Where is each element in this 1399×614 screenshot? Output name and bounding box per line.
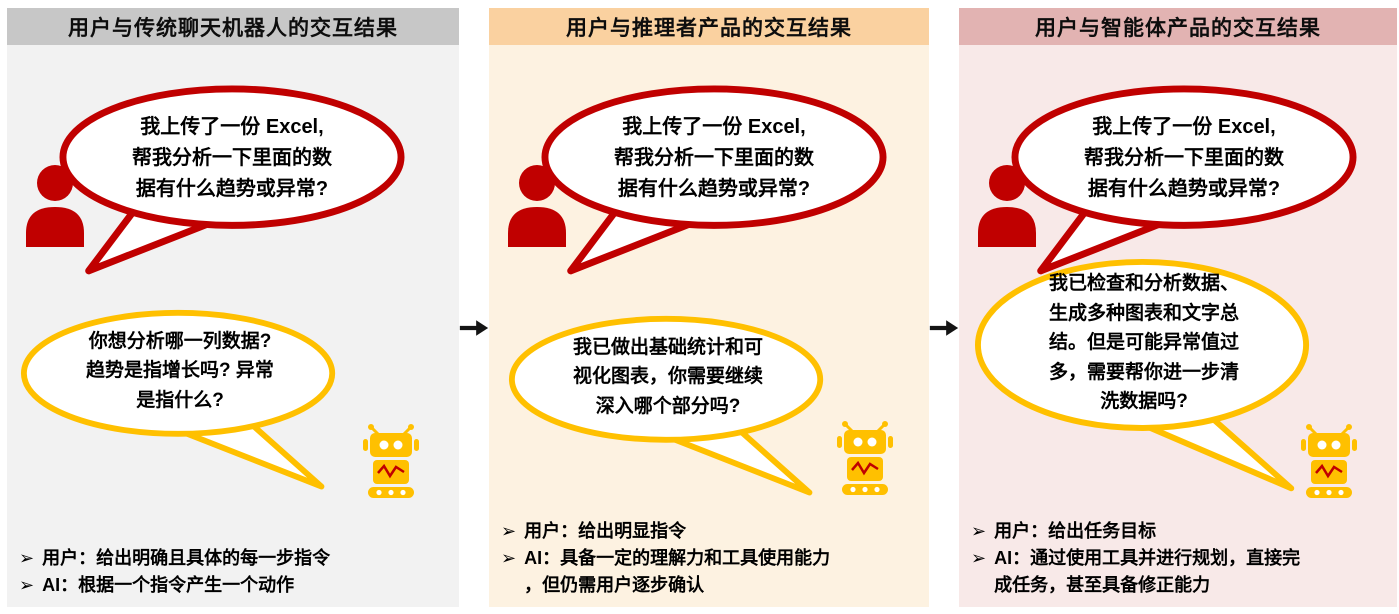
panel-agent-product: 用户与智能体产品的交互结果 我上传了一份 Excel, 帮我分析一下里面的数 据… (959, 8, 1397, 607)
takeaway-ai: ➢ AI：通过使用工具并进行规划，直接完 成任务，甚至具备修正能力 (971, 545, 1393, 599)
panel-body: 我上传了一份 Excel, 帮我分析一下里面的数 据有什么趋势或异常? 我已做出… (489, 45, 929, 607)
bullet-arrow-marker: ➢ (501, 548, 517, 568)
user-speech-bubble: 我上传了一份 Excel, 帮我分析一下里面的数 据有什么趋势或异常? (541, 85, 887, 275)
ai-message-text: 我已检查和分析数据、 生成多种图表和文字总 结。但是可能异常值过 多，需要帮你进… (1048, 273, 1239, 413)
flow-arrow (459, 8, 489, 614)
panel-title: 用户与推理者产品的交互结果 (566, 16, 852, 40)
panel-title: 用户与智能体产品的交互结果 (1035, 16, 1321, 40)
takeaway-user: ➢ 用户：给出明确且具体的每一步指令 (19, 545, 455, 572)
user-icon (23, 163, 87, 247)
user-icon (505, 163, 569, 247)
ai-speech-bubble: 你想分析哪一列数据? 趋势是指增长吗? 异常 是指什么? (19, 307, 341, 492)
takeaway-user: ➢ 用户：给出明显指令 (501, 518, 925, 545)
bullet-arrow-marker: ➢ (19, 548, 35, 568)
ai-message-text: 你想分析哪一列数据? 趋势是指增长吗? 异常 是指什么? (86, 330, 274, 411)
takeaway-list: ➢ 用户：给出明显指令 ➢ AI：具备一定的理解力和工具使用能力 ，但仍需用户逐… (501, 518, 925, 599)
takeaway-text: 用户：给出明显指令 (524, 521, 687, 541)
user-icon (975, 163, 1039, 247)
ai-speech-bubble: 我已检查和分析数据、 生成多种图表和文字总 结。但是可能异常值过 多，需要帮你进… (973, 257, 1315, 494)
takeaway-user: ➢ 用户：给出任务目标 (971, 518, 1393, 545)
bullet-arrow-marker: ➢ (971, 521, 987, 541)
takeaway-text: AI：根据一个指令产生一个动作 (42, 575, 295, 595)
bullet-arrow-marker: ➢ (19, 575, 35, 595)
takeaway-list: ➢ 用户：给出明确且具体的每一步指令 ➢ AI：根据一个指令产生一个动作 (19, 545, 455, 599)
takeaway-text: 用户：给出明确且具体的每一步指令 (42, 548, 331, 568)
takeaway-text: AI：具备一定的理解力和工具使用能力 ，但仍需用户逐步确认 (524, 548, 831, 595)
ai-message-text: 我已做出基础统计和可 视化图表，你需要继续 深入哪个部分吗? (572, 336, 763, 417)
panel-traditional-chatbot: 用户与传统聊天机器人的交互结果 我上传了一份 Excel, 帮我分析一下里面的数… (7, 8, 459, 607)
panel-header: 用户与传统聊天机器人的交互结果 (7, 8, 459, 45)
robot-icon (1297, 422, 1361, 500)
panel-body: 我上传了一份 Excel, 帮我分析一下里面的数 据有什么趋势或异常? 你想分析… (7, 45, 459, 607)
takeaway-text: AI：通过使用工具并进行规划，直接完 成任务，甚至具备修正能力 (994, 548, 1301, 595)
panel-header: 用户与推理者产品的交互结果 (489, 8, 929, 45)
takeaway-ai: ➢ AI：根据一个指令产生一个动作 (19, 572, 455, 599)
takeaway-ai: ➢ AI：具备一定的理解力和工具使用能力 ，但仍需用户逐步确认 (501, 545, 925, 599)
user-message-text: 我上传了一份 Excel, 帮我分析一下里面的数 据有什么趋势或异常? (132, 115, 332, 200)
panel-header: 用户与智能体产品的交互结果 (959, 8, 1397, 45)
right-arrow-icon (929, 316, 959, 340)
panel-body: 我上传了一份 Excel, 帮我分析一下里面的数 据有什么趋势或异常? 我已检查… (959, 45, 1397, 607)
user-speech-bubble: 我上传了一份 Excel, 帮我分析一下里面的数 据有什么趋势或异常? (1011, 85, 1357, 275)
right-arrow-icon (459, 316, 489, 340)
bullet-arrow-marker: ➢ (971, 548, 987, 568)
ai-speech-bubble: 我已做出基础统计和可 视化图表，你需要继续 深入哪个部分吗? (507, 313, 829, 498)
user-speech-bubble: 我上传了一份 Excel, 帮我分析一下里面的数 据有什么趋势或异常? (59, 85, 405, 275)
user-message-text: 我上传了一份 Excel, 帮我分析一下里面的数 据有什么趋势或异常? (1084, 115, 1284, 200)
panel-reasoner-product: 用户与推理者产品的交互结果 我上传了一份 Excel, 帮我分析一下里面的数 据… (489, 8, 929, 607)
takeaway-list: ➢ 用户：给出任务目标 ➢ AI：通过使用工具并进行规划，直接完 成任务，甚至具… (971, 518, 1393, 599)
panel-title: 用户与传统聊天机器人的交互结果 (68, 16, 398, 40)
user-message-text: 我上传了一份 Excel, 帮我分析一下里面的数 据有什么趋势或异常? (614, 115, 814, 200)
takeaway-text: 用户：给出任务目标 (994, 521, 1157, 541)
robot-icon (833, 419, 897, 497)
bullet-arrow-marker: ➢ (501, 521, 517, 541)
robot-icon (359, 422, 423, 500)
flow-arrow (929, 8, 959, 614)
